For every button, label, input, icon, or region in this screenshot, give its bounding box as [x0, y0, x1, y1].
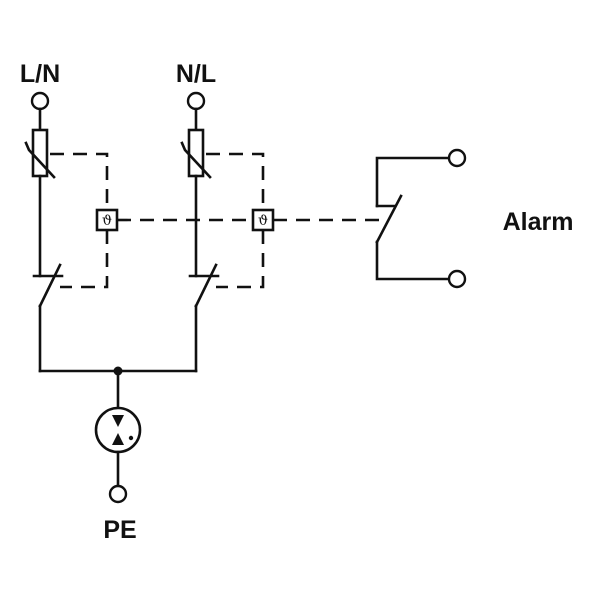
right-thermal-linkage: [206, 152, 265, 210]
label-l-n: L/N: [20, 60, 60, 88]
varistor-left: [31, 128, 49, 178]
left-thermal-linkage: [50, 152, 109, 210]
terminal-n-l: [186, 91, 206, 111]
varistor-left-slash: [24, 141, 56, 179]
alarm-upper-lead: [375, 156, 451, 208]
gdt-lower-electrode: [112, 433, 124, 445]
left-branch: ϑ: [24, 91, 119, 373]
alarm-lower-lead: [375, 240, 451, 281]
label-alarm: Alarm: [503, 208, 574, 236]
gas-discharge-tube: [94, 406, 142, 454]
terminal-pe: [108, 484, 128, 504]
alarm-terminal-bottom: [447, 269, 467, 289]
left-switch-blade: [38, 263, 62, 308]
alarm-terminal-top: [447, 148, 467, 168]
varistor-right: [187, 128, 205, 178]
terminal-l-n: [30, 91, 50, 111]
thermal-symbol-left: ϑ: [102, 213, 112, 229]
thermal-symbol-right: ϑ: [258, 213, 268, 229]
label-n-l: N/L: [176, 60, 216, 88]
right-switch-blade: [194, 263, 218, 308]
alarm-contact: [375, 148, 467, 289]
gdt-upper-electrode: [112, 415, 124, 427]
gdt-gas-dot: [128, 435, 134, 441]
alarm-contact-blade: [375, 194, 403, 244]
right-thermal-linkage-lower: [216, 230, 265, 289]
right-branch: ϑ: [180, 91, 275, 373]
left-thermal-linkage-lower: [60, 230, 109, 289]
varistor-right-slash: [180, 141, 212, 179]
ground-path: [38, 366, 198, 504]
label-pe: PE: [103, 516, 136, 544]
